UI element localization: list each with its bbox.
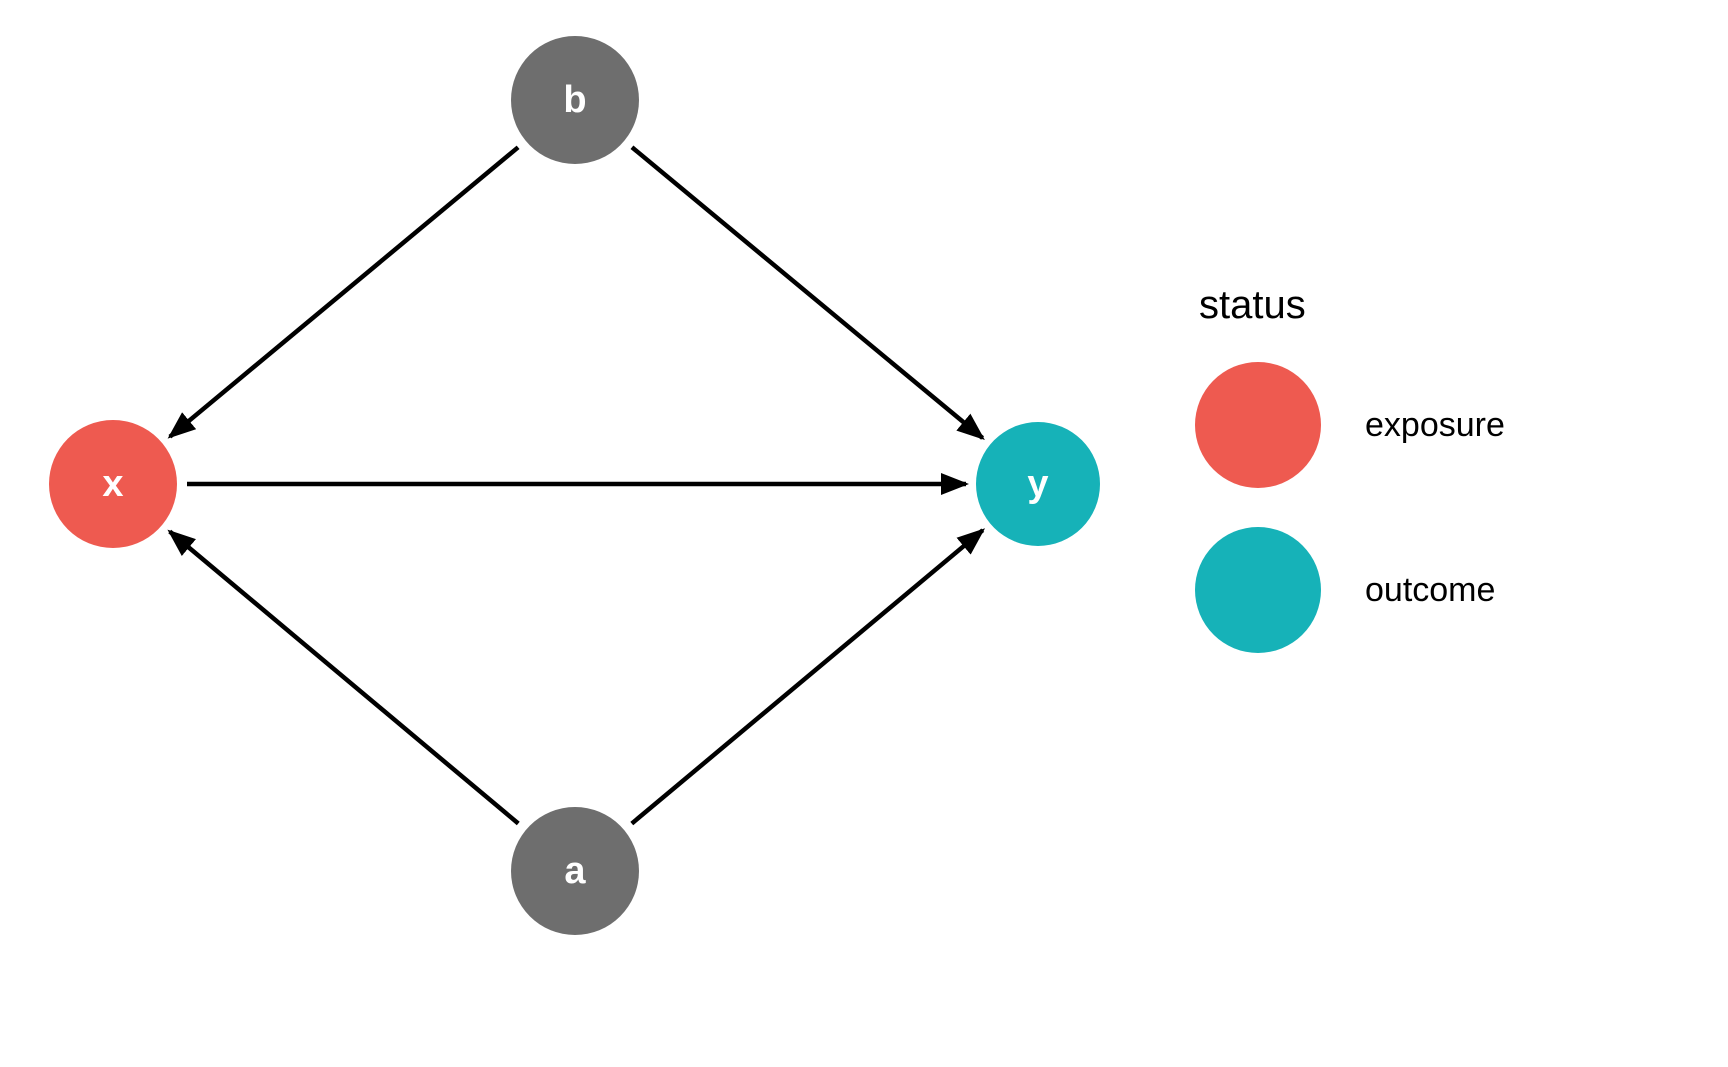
node-b: b: [511, 36, 639, 164]
exposure-swatch: [1195, 362, 1321, 488]
legend: status exposure outcome: [1195, 283, 1505, 692]
node-label-x: x: [102, 463, 123, 505]
legend-item-label: outcome: [1365, 570, 1496, 609]
edge-a-y: [630, 528, 986, 826]
legend-item-outcome: outcome: [1195, 527, 1505, 653]
node-circle-x: [49, 420, 177, 548]
legend-title: status: [1199, 283, 1306, 327]
edge-b-y: [630, 145, 985, 440]
node-y: y: [976, 422, 1100, 546]
edge-a-x: [167, 529, 520, 826]
node-label-b: b: [563, 79, 586, 121]
node-circle-a: [511, 807, 639, 935]
node-a: a: [511, 807, 639, 935]
legend-item-label: exposure: [1365, 405, 1505, 444]
node-label-a: a: [564, 850, 586, 892]
nodes-layer: b x y a: [49, 36, 1100, 935]
outcome-swatch: [1195, 527, 1321, 653]
edge-b-x: [167, 145, 520, 439]
node-label-y: y: [1027, 463, 1048, 505]
edges-layer: [167, 145, 986, 826]
node-x: x: [49, 420, 177, 548]
node-circle-b: [511, 36, 639, 164]
legend-item-exposure: exposure: [1195, 362, 1505, 488]
node-circle-y: [976, 422, 1100, 546]
